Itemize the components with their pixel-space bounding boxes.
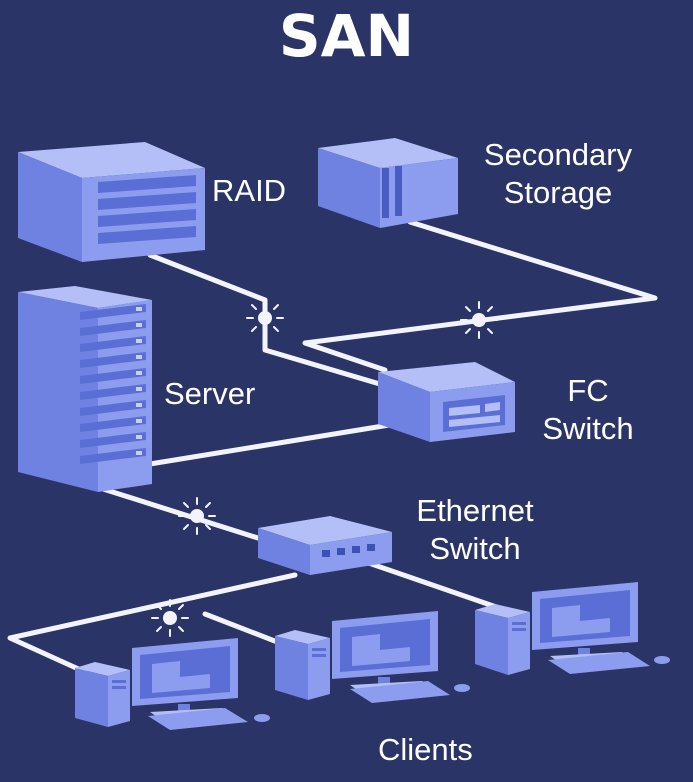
label-fc-switch-line2: Switch [542,411,634,446]
diagram-title: SAN [278,2,415,70]
node-client-link [151,599,189,637]
cables [7,219,658,675]
raid-device-icon [18,142,205,262]
cable-branch-to-client-middle [202,611,288,648]
ethernet-switch-icon [258,516,392,575]
server-tower-icon [18,286,152,492]
connection-nodes [151,299,498,637]
cable-ethernet-switch-to-client-right [357,557,508,613]
node-ethernet-link [178,497,216,535]
client-left-mouse [254,714,270,722]
node-raid-link [246,299,284,337]
client-right-tower [475,604,530,675]
node-storage-link [460,301,498,339]
cable-storage-to-fc-switch [302,219,658,373]
secondary-storage-icon [318,138,458,228]
label-ethernet-switch: Ethernet Switch [400,492,550,568]
label-raid: RAID [212,173,287,208]
label-clients: Clients [378,732,473,767]
client-middle-mouse [454,684,470,692]
client-middle-tower [275,630,330,700]
client-middle-icon [275,611,470,703]
label-fc-switch-line1: FC [567,373,609,408]
client-right-icon [475,582,670,675]
ethernet-ports [322,544,375,557]
label-secondary-storage-line1: Secondary [483,137,633,172]
label-secondary-storage: Secondary Storage [468,136,648,212]
client-middle-keyboard [350,681,450,703]
client-left-icon [75,638,270,730]
cable-ethernet-switch-to-clients [7,572,298,675]
client-middle-monitor [332,611,438,692]
client-right-mouse [654,656,670,664]
client-right-monitor [532,582,638,663]
client-left-keyboard [148,708,248,730]
fc-switch-icon [378,362,515,442]
server-bay-lights [136,307,142,455]
cable-server-to-ethernet-switch [97,485,283,548]
label-server: Server [164,376,256,411]
client-left-tower [75,662,130,727]
label-ethernet-switch-line1: Ethernet [416,493,534,528]
label-fc-switch: FC Switch [528,372,648,448]
client-right-keyboard [548,652,650,674]
label-secondary-storage-line2: Storage [503,175,613,210]
client-left-monitor [132,638,238,719]
cable-server-to-fc-switch [147,417,423,467]
label-ethernet-switch-line2: Switch [429,531,521,566]
cable-raid-to-fc-switch [147,252,403,393]
server-bays [80,304,146,464]
